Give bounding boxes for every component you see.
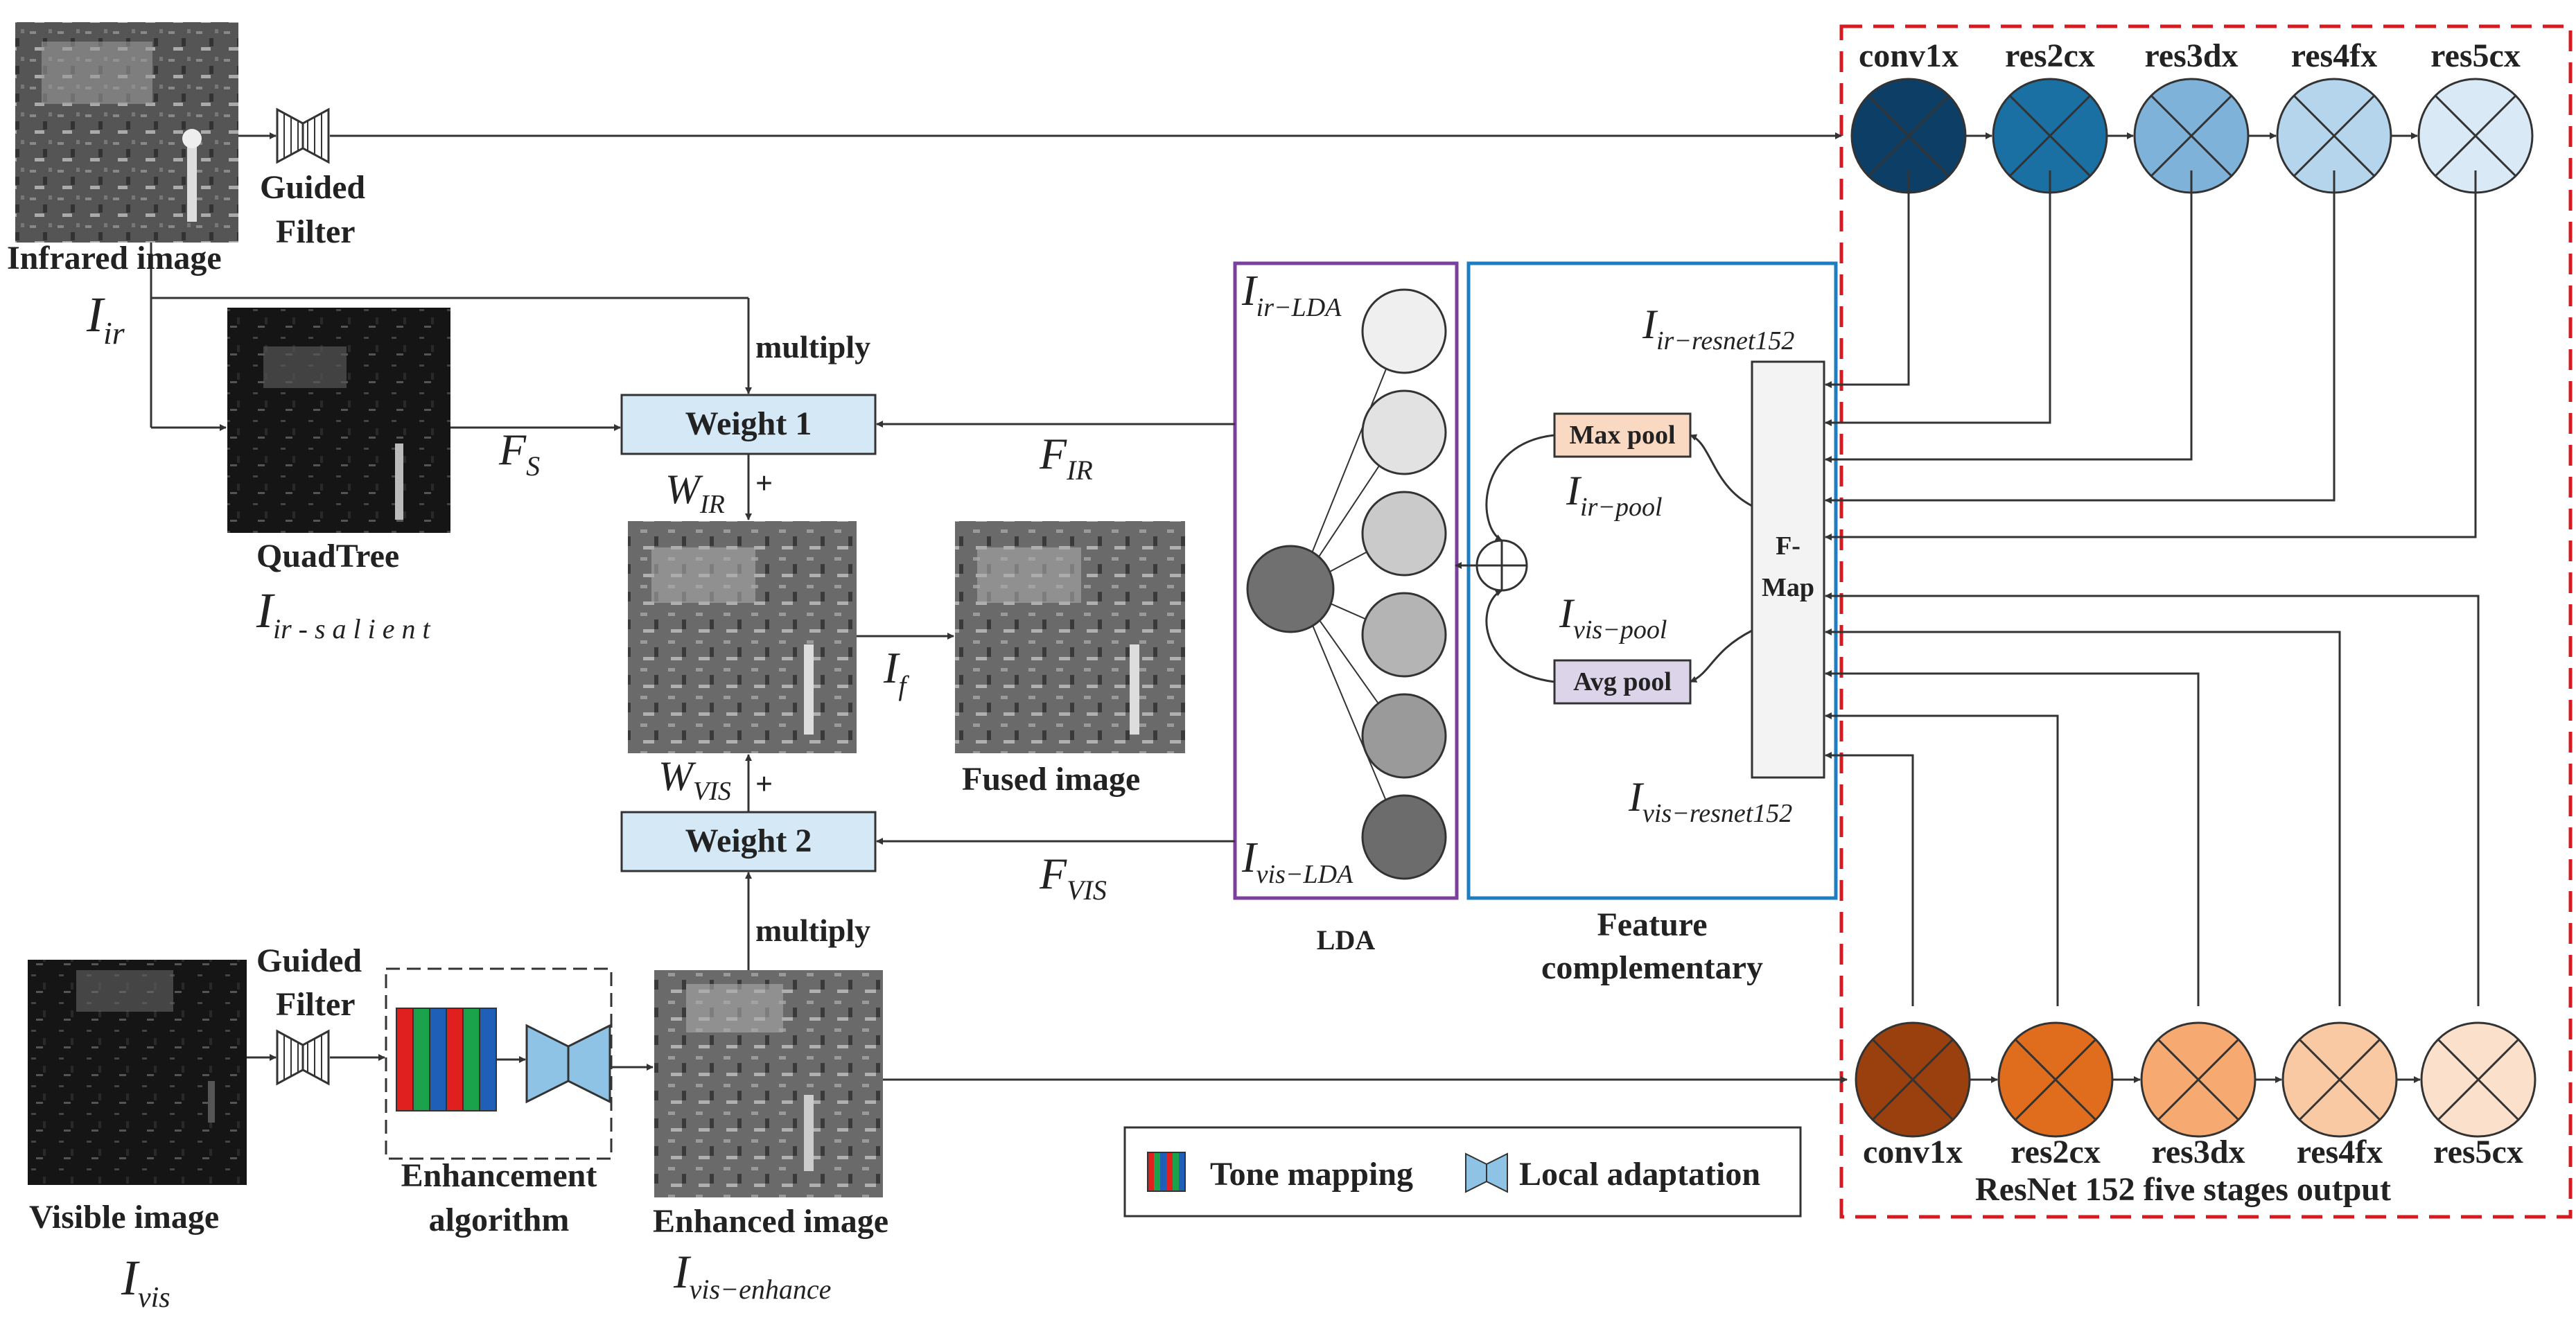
f-ir-symbol: FIR — [1039, 429, 1093, 486]
bottom-stage-cross — [2014, 1038, 2097, 1121]
top-stage-label: res5cx — [2430, 37, 2521, 74]
combined-image — [628, 521, 857, 753]
infrared-symbol: Iir — [86, 287, 125, 351]
lda-network — [1246, 288, 1447, 880]
avg-pool-label: Avg pool — [1573, 667, 1672, 696]
plus-circle-icon — [1475, 539, 1528, 592]
fused-image-label: Fused image — [962, 761, 1140, 798]
infrared-label: Infrared image — [7, 240, 222, 276]
quadtree-image — [227, 308, 450, 533]
guided-filter-top-line1: Guided — [260, 169, 365, 206]
top-stage-cross — [2008, 94, 2092, 177]
visible-image — [28, 960, 247, 1185]
fmap-to-max-curve — [1690, 434, 1753, 507]
bottom-stage-label: conv1x — [1863, 1134, 1963, 1170]
top-stage-label: res4fx — [2291, 37, 2377, 74]
guided-filter-bottom-line2: Filter — [276, 986, 356, 1023]
top-stage-label: res2cx — [2005, 37, 2095, 74]
enhanced-image — [654, 970, 883, 1197]
top-stage-label: res3dx — [2144, 37, 2238, 74]
if-symbol: If — [883, 643, 909, 701]
top-stage-cross — [2434, 94, 2517, 177]
enhancement-line2: algorithm — [429, 1202, 570, 1238]
ir-pool-symbol: Iir−pool — [1566, 468, 1663, 522]
enhanced-image-label: Enhanced image — [653, 1203, 888, 1240]
bottom-stage-label: res4fx — [2297, 1134, 2383, 1170]
feature-line2: complementary — [1541, 949, 1763, 986]
legend-tone-icon — [1147, 1152, 1186, 1192]
quadtree-symbol: Iir - s a l i e n t — [256, 583, 431, 644]
tone-mapping-icon — [396, 1008, 497, 1111]
bottom-stage-cross — [2298, 1038, 2381, 1121]
feature-complementary-box — [1466, 261, 1838, 900]
top-stage-label: conv1x — [1859, 37, 1959, 74]
enhanced-symbol: Ivis−enhance — [673, 1245, 831, 1305]
fs-symbol: FS — [498, 425, 540, 482]
resnet-top-stages: conv1x res2cx res3dx res4fx res5cx — [1850, 37, 2534, 194]
weight1-label: Weight 1 — [685, 405, 812, 442]
lda-box — [1233, 261, 1459, 900]
guided-filter-bottom-line1: Guided — [256, 942, 362, 979]
bottom-stage-cross — [2437, 1038, 2520, 1121]
lda-label: LDA — [1317, 924, 1376, 956]
fmap-box — [1751, 360, 1825, 779]
lda-vis-symbol: Ivis−LDA — [1241, 834, 1353, 889]
w-vis-plus: + — [755, 767, 773, 801]
visible-symbol: Ivis — [121, 1250, 170, 1314]
avg-pool-box — [1553, 659, 1692, 705]
fmap-to-avg-curve — [1690, 629, 1753, 683]
feature-line1: Feature — [1597, 906, 1707, 943]
legend-box — [1123, 1126, 1802, 1218]
bottom-stage-cross — [2157, 1038, 2240, 1121]
weight2-label: Weight 2 — [685, 823, 812, 859]
multiply-bottom-label: multiply — [755, 913, 870, 948]
fmap-line1: F- — [1776, 531, 1800, 561]
enhancement-box — [385, 967, 613, 1160]
bottom-stage-label: res2cx — [2010, 1134, 2101, 1170]
avg-pool-curve — [1485, 589, 1555, 683]
connectors — [150, 132, 2480, 1083]
max-pool-curve — [1485, 434, 1555, 542]
max-pool-box — [1553, 412, 1692, 458]
resnet-bottom-stages: conv1x res2cx res3dx res4fx res5cx — [1855, 1021, 2536, 1170]
weight2-box — [620, 811, 877, 872]
quadtree-label: QuadTree — [256, 538, 399, 574]
bottom-stage-label: res5cx — [2433, 1134, 2523, 1170]
guided-filter-top-icon — [276, 107, 330, 164]
ir-resnet-symbol: Iir−resnet152 — [1642, 301, 1794, 355]
top-stage-cross — [2293, 94, 2376, 177]
top-stage-cross — [2150, 94, 2233, 177]
w-ir-symbol: WIR — [665, 466, 725, 519]
resnet-frame — [1839, 24, 2573, 1219]
local-adaptation-icon — [525, 1023, 611, 1104]
legend-tone-label: Tone mapping — [1210, 1156, 1413, 1193]
vis-resnet-symbol: Ivis−resnet152 — [1628, 774, 1792, 828]
infrared-image — [15, 22, 238, 243]
fmap-line2: Map — [1762, 573, 1814, 602]
bottom-stage-label: res3dx — [2151, 1134, 2245, 1170]
legend-local-label: Local adaptation — [1519, 1156, 1760, 1193]
resnet-caption: ResNet 152 five stages output — [1975, 1171, 2391, 1208]
w-vis-symbol: WVIS — [658, 753, 731, 806]
enhancement-line1: Enhancement — [401, 1157, 597, 1194]
visible-label: Visible image — [29, 1199, 219, 1236]
f-vis-symbol: FVIS — [1039, 849, 1107, 906]
fused-image — [955, 521, 1185, 753]
top-stage-cross — [1867, 94, 1950, 177]
multiply-top-label: multiply — [755, 329, 870, 364]
guided-filter-top-line2: Filter — [276, 213, 356, 250]
legend-local-icon — [1465, 1152, 1508, 1193]
bottom-stage-cross — [1871, 1038, 1954, 1121]
max-pool-label: Max pool — [1569, 421, 1675, 450]
vis-pool-symbol: Ivis−pool — [1559, 590, 1667, 644]
lda-ir-symbol: Iir−LDA — [1241, 267, 1342, 322]
guided-filter-bottom-icon — [276, 1029, 330, 1086]
w-ir-plus: + — [755, 466, 773, 500]
